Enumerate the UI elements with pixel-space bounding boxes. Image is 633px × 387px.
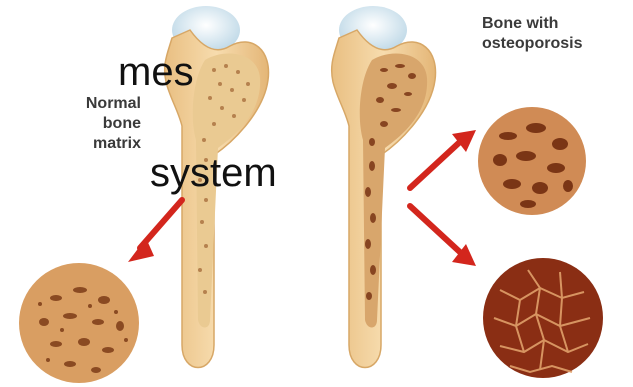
bone-with-osteoporosis-label: Bone with osteoporosis <box>482 14 582 54</box>
healthy-matrix-circle <box>19 263 139 383</box>
osteo-label-line-1: Bone with <box>482 14 582 34</box>
normal-bone-matrix-label: Normal bone matrix <box>86 94 141 154</box>
osteo-matrix-circle-bottom <box>483 258 603 378</box>
normal-label-line-2: bone <box>86 114 141 134</box>
overlay-text-line-2: system <box>150 153 277 193</box>
osteo-label-line-2: osteoporosis <box>482 34 582 54</box>
arrow-osteo-up <box>410 130 476 188</box>
arrow-normal-to-circle <box>128 200 182 262</box>
osteo-matrix-circle-top <box>478 107 586 215</box>
normal-label-line-1: Normal <box>86 94 141 114</box>
overlay-text-line-1: mes <box>118 52 194 92</box>
arrow-osteo-down <box>410 206 476 266</box>
normal-label-line-3: matrix <box>86 134 141 154</box>
osteoporosis-bone <box>332 6 436 368</box>
